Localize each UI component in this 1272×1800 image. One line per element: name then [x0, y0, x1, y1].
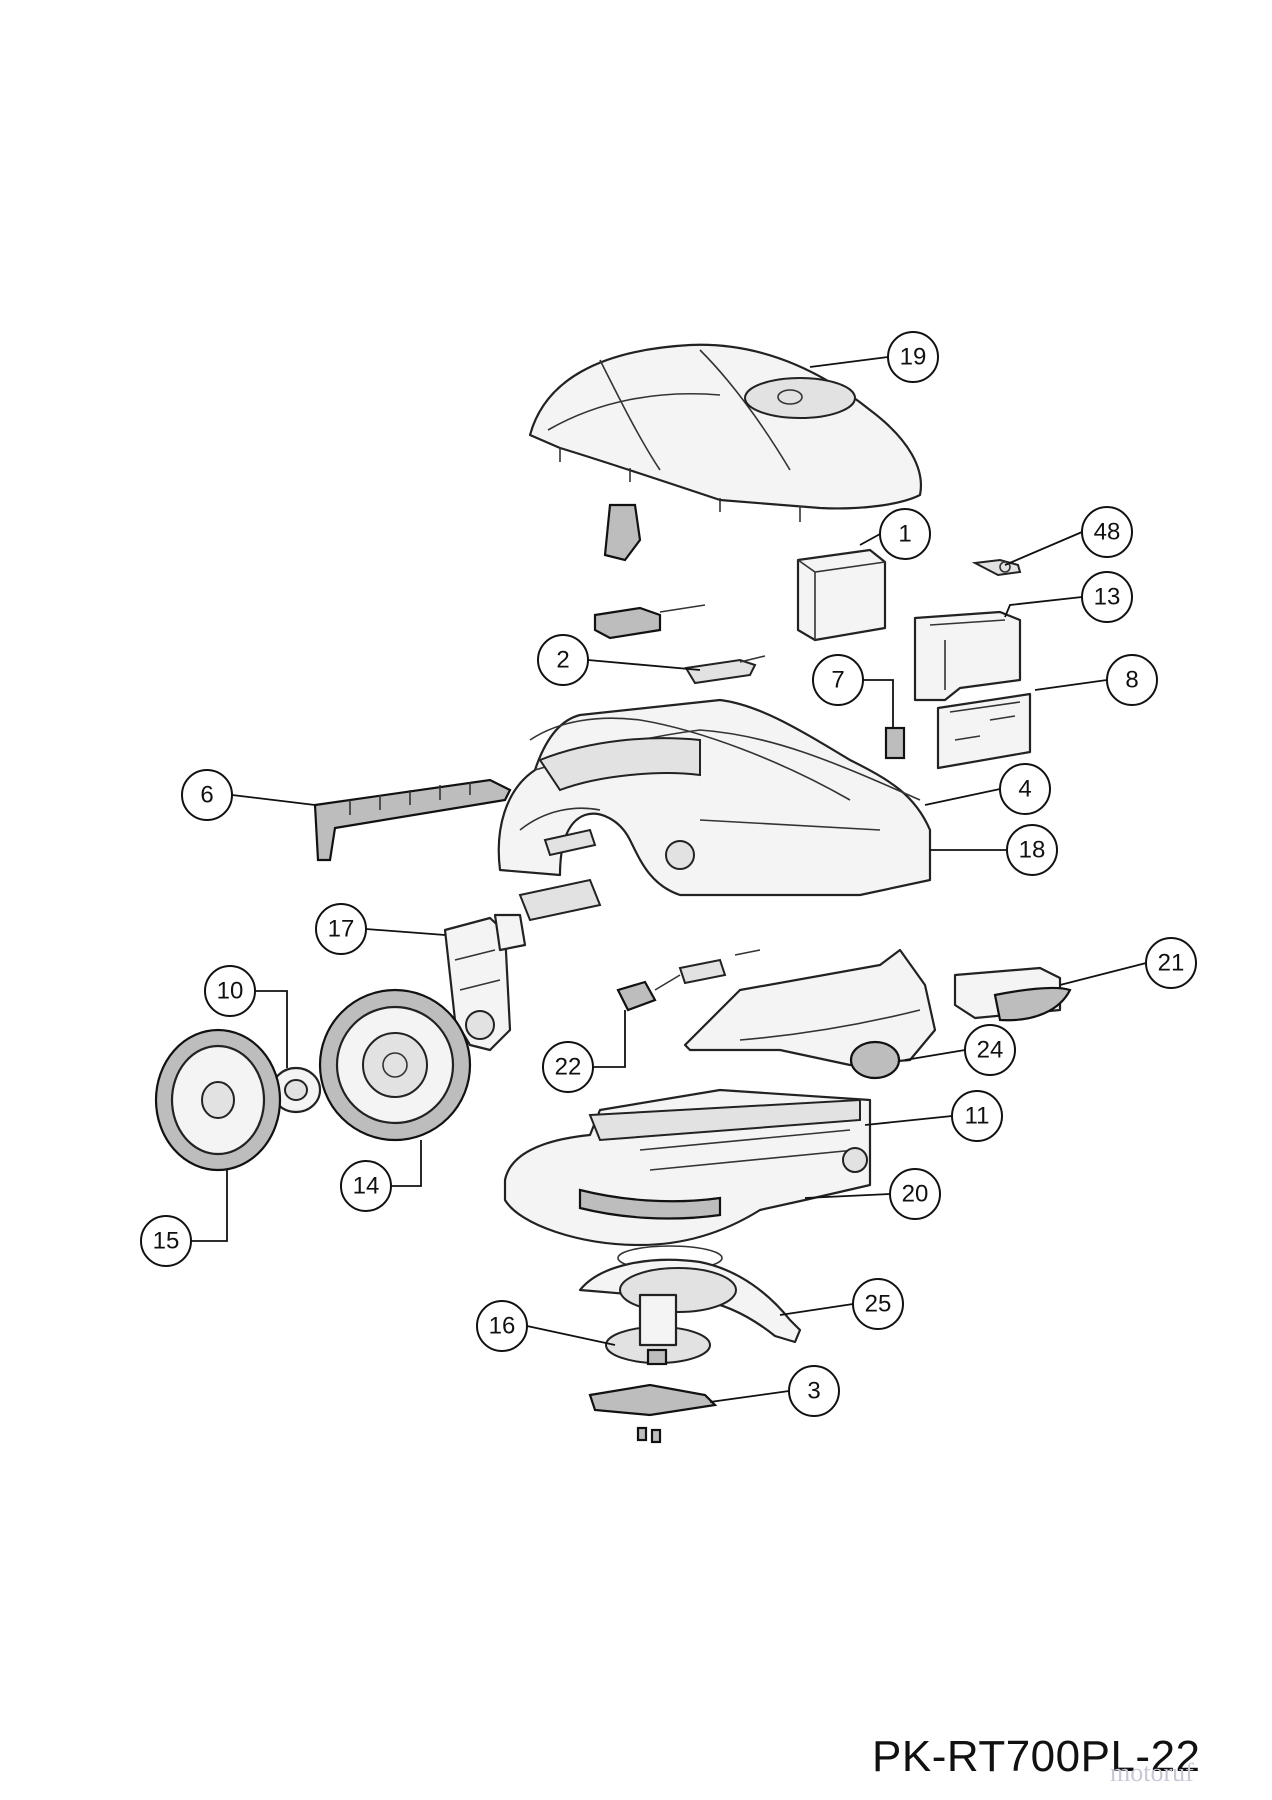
part-connectors	[593, 604, 766, 685]
callout-22: 22	[542, 1041, 594, 1093]
part-switch	[884, 726, 906, 760]
callout-8: 8	[1106, 654, 1158, 706]
callout-3-label: 3	[807, 1378, 820, 1405]
callout-1: 1	[879, 508, 931, 560]
callout-7-label: 7	[831, 667, 844, 694]
part-lower-chassis	[683, 948, 937, 1080]
callout-21-label: 21	[1158, 950, 1185, 977]
callout-2: 2	[537, 634, 589, 686]
part-rear-wheel	[318, 988, 472, 1142]
model-code-label: PK-RT700PL-22	[872, 1732, 1201, 1781]
callout-19: 19	[887, 331, 939, 383]
callout-17-label: 17	[328, 916, 355, 943]
part-bumper-strip	[313, 778, 512, 862]
part-top-cover	[528, 343, 922, 522]
callout-16: 16	[476, 1300, 528, 1352]
leader-lines	[191, 356, 1147, 1403]
callout-8-label: 8	[1125, 667, 1138, 694]
callout-13: 13	[1081, 571, 1133, 623]
callout-18: 18	[1006, 824, 1058, 876]
callout-19-label: 19	[900, 344, 927, 371]
part-screws	[636, 1426, 662, 1444]
callout-25: 25	[852, 1278, 904, 1330]
callout-48: 48	[1081, 506, 1133, 558]
callout-11: 11	[951, 1090, 1003, 1142]
callout-15: 15	[140, 1215, 192, 1267]
part-bracket	[913, 610, 1022, 702]
part-circuit-board	[936, 692, 1032, 770]
callout-11-label: 11	[965, 1103, 990, 1130]
part-motor	[605, 1293, 711, 1366]
callout-17: 17	[315, 903, 367, 955]
part-wheel-arch-inserts	[518, 828, 602, 922]
callout-1-label: 1	[898, 521, 911, 548]
callout-10-label: 10	[217, 978, 244, 1005]
part-cutter-housing	[503, 1088, 872, 1247]
callout-4: 4	[999, 763, 1051, 815]
callout-13-label: 13	[1094, 584, 1121, 611]
part-charging-module	[953, 966, 1072, 1022]
part-ring	[270, 1066, 322, 1114]
callout-21: 21	[1145, 937, 1197, 989]
callout-48-label: 48	[1094, 519, 1121, 546]
callout-2-label: 2	[556, 647, 569, 674]
part-blade	[588, 1383, 718, 1417]
callout-25-label: 25	[865, 1291, 892, 1318]
callout-24: 24	[964, 1024, 1016, 1076]
part-chassis	[497, 698, 932, 897]
callout-4-label: 4	[1018, 776, 1031, 803]
part-hub-cap	[154, 1028, 282, 1172]
callout-20: 20	[889, 1168, 941, 1220]
callout-22-label: 22	[555, 1054, 582, 1081]
callout-24-label: 24	[977, 1037, 1004, 1064]
callout-6-label: 6	[200, 782, 213, 809]
part-gear-motor	[443, 913, 527, 1052]
part-latch	[603, 503, 642, 562]
callout-3: 3	[788, 1365, 840, 1417]
callout-14: 14	[340, 1160, 392, 1212]
callout-15-label: 15	[153, 1228, 180, 1255]
callout-7: 7	[812, 654, 864, 706]
part-motor-mount	[578, 1258, 802, 1344]
watermark-text: motoruf	[1110, 1758, 1194, 1787]
part-sensor	[616, 949, 761, 1012]
callout-20-label: 20	[902, 1181, 929, 1208]
callout-14-label: 14	[353, 1173, 380, 1200]
callout-10: 10	[204, 965, 256, 1017]
callout-6: 6	[181, 769, 233, 821]
callout-16-label: 16	[489, 1313, 516, 1340]
part-battery	[796, 548, 887, 642]
callout-18-label: 18	[1019, 837, 1046, 864]
